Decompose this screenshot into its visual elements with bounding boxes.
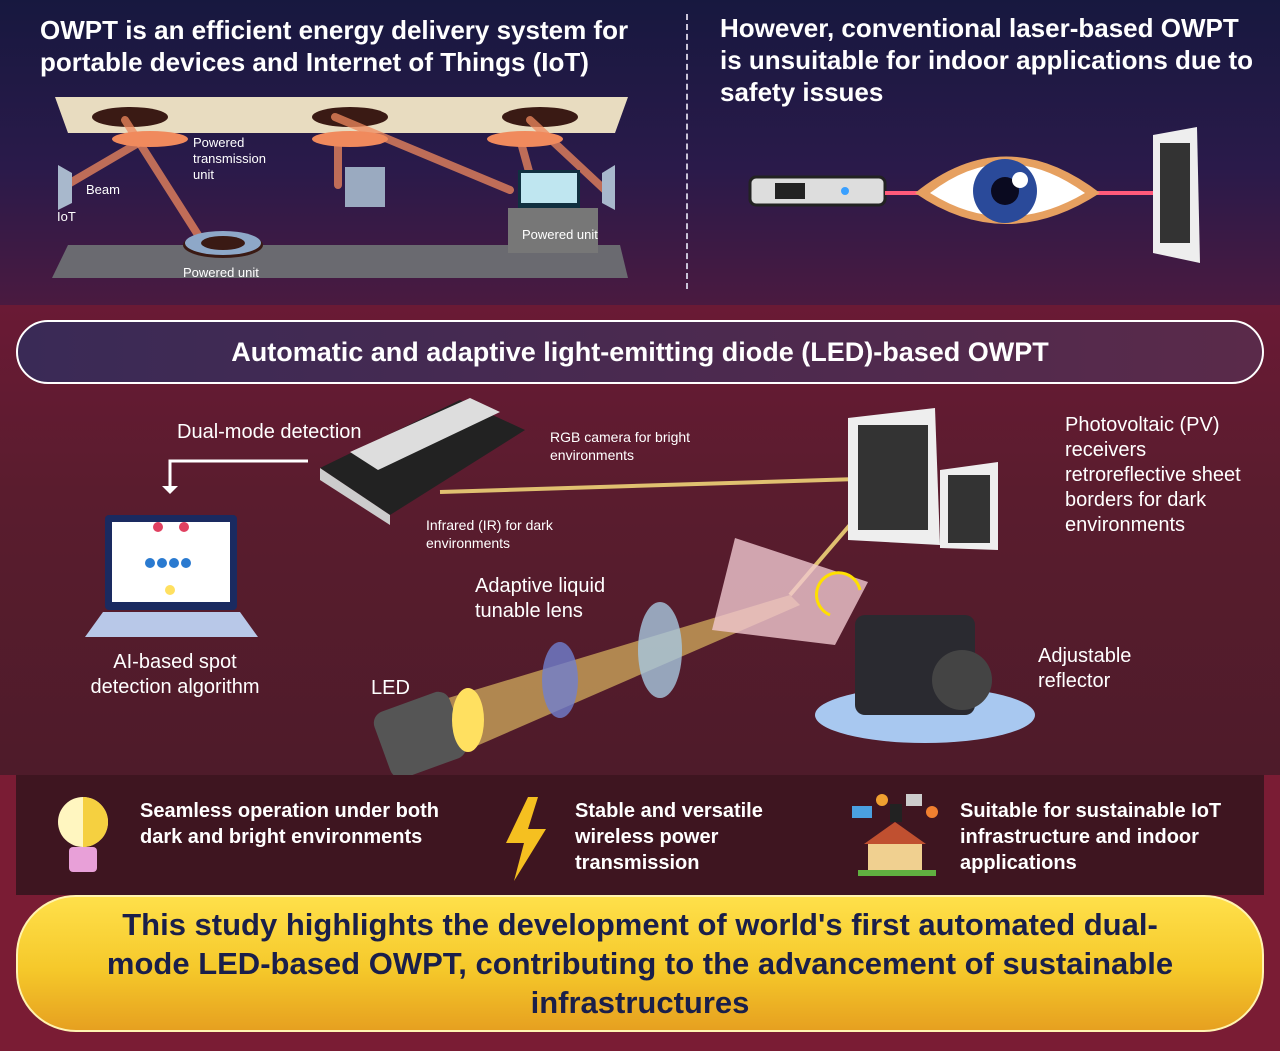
- led-owpt-system-illustration: [85, 398, 1035, 775]
- iot-panel: [345, 167, 385, 207]
- led-source: [373, 688, 484, 775]
- desk: [508, 208, 598, 253]
- iot-device: [58, 165, 72, 210]
- top-right-heading: However, conventional laser-based OWPT i…: [720, 13, 1254, 107]
- camera-device: [320, 398, 525, 525]
- monitor: [521, 173, 577, 203]
- lightbulb-icon: [58, 797, 108, 872]
- label-led: LED: [371, 677, 410, 699]
- feature-seamless-operation: Seamless operation under both dark and b…: [140, 800, 439, 848]
- label-rgb-camera: RGB camera for bright environments: [550, 429, 691, 463]
- label-dual-mode-detection: Dual-mode detection: [177, 421, 362, 443]
- laptop-icon: [85, 515, 258, 637]
- main-title-banner: Automatic and adaptive light-emitting di…: [16, 320, 1264, 384]
- laser-eye-illustration: [748, 127, 1200, 263]
- label-tunable-lens: Adaptive liquid tunable lens: [475, 575, 606, 622]
- tunable-lens: [638, 602, 682, 698]
- label-iot: IoT: [57, 209, 76, 224]
- label-ai-algorithm: AI-based spot detection algorithm: [90, 651, 260, 698]
- feature-sustainable-iot: Suitable for sustainable IoT infrastruct…: [960, 800, 1222, 874]
- arrow-icon: [168, 459, 308, 490]
- conclusion-banner: This study highlights the development of…: [16, 895, 1264, 1032]
- rotate-arrow-icon: [815, 571, 862, 617]
- owpt-room-illustration: [52, 97, 628, 278]
- label-adjustable-reflector: Adjustable reflector: [1038, 645, 1132, 692]
- label-powered-unit-desk: Powered unit: [522, 227, 598, 242]
- top-left-heading: OWPT is an efficient energy delivery sys…: [40, 15, 629, 77]
- smart-home-icon: [852, 794, 938, 876]
- lightning-icon: [506, 797, 546, 881]
- label-transmission-unit: Powered transmission unit: [193, 135, 266, 182]
- pv-receiver-panels: [848, 408, 998, 550]
- label-pv-receivers: Photovoltaic (PV) receivers retroreflect…: [1065, 414, 1241, 536]
- label-infrared: Infrared (IR) for dark environments: [426, 517, 553, 551]
- detection-beam: [439, 476, 891, 494]
- label-powered-unit-pad: Powered unit: [183, 265, 259, 280]
- section-divider: [686, 14, 688, 289]
- label-beam: Beam: [86, 182, 120, 197]
- features-strip: [16, 775, 1264, 895]
- reflector-mirror: [712, 538, 868, 645]
- laser-pointer: [748, 175, 887, 207]
- feature-stable-transmission: Stable and versatile wireless power tran…: [575, 800, 763, 874]
